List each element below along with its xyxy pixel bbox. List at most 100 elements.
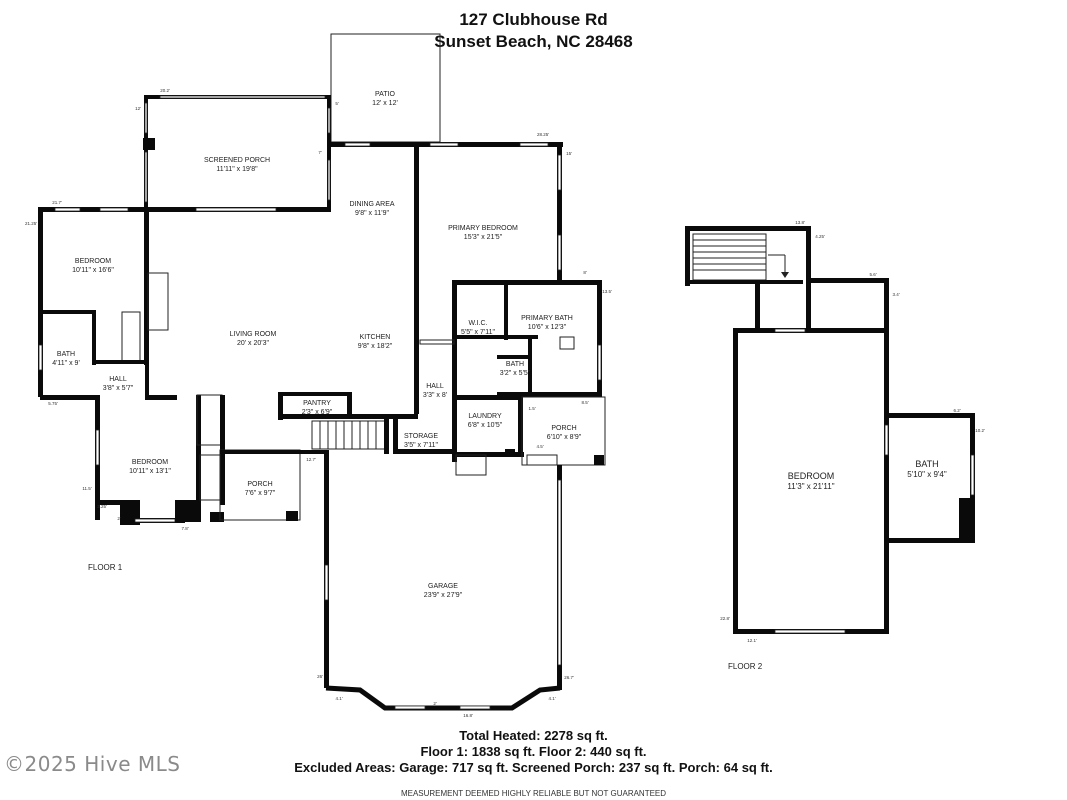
bedroom-label: BEDROOM — [75, 258, 111, 265]
wall — [755, 280, 760, 332]
dimension-mark: 11.5' — [82, 486, 91, 491]
dimension-mark: 12' — [135, 106, 141, 111]
dimension-mark: 8.5' — [581, 400, 588, 405]
window — [54, 207, 81, 212]
window — [394, 705, 426, 710]
wall — [685, 226, 690, 286]
wall — [40, 310, 95, 314]
hall-label: HALL — [109, 376, 127, 383]
wall — [504, 280, 508, 340]
kitchen-label: KITCHEN — [360, 334, 391, 341]
wall — [414, 142, 419, 414]
bedroom-dims: 11'3" x 21'11" — [787, 482, 834, 491]
dimension-mark: 3.4' — [892, 292, 899, 297]
window — [557, 154, 562, 191]
wall — [884, 278, 889, 333]
window — [884, 424, 889, 456]
dimension-mark: 7.8' — [181, 526, 188, 531]
dimension-mark: 5' — [335, 101, 339, 106]
window — [144, 102, 148, 134]
wall — [497, 392, 532, 397]
living-room-label: LIVING ROOM — [230, 331, 277, 338]
wall — [210, 512, 224, 522]
window — [327, 159, 331, 201]
dimension-mark: 28.25' — [537, 132, 549, 137]
counter — [419, 339, 455, 345]
dimension-mark: 4.25' — [815, 234, 825, 239]
dining-area-dims: 9'8" x 11'9" — [355, 210, 389, 217]
bath-dims: 5'10" x 9'4" — [907, 470, 947, 479]
wall — [594, 455, 604, 465]
primary-bedroom-dims: 15'3" x 21'5" — [464, 234, 503, 241]
dimension-mark: 26' — [317, 674, 323, 679]
floor-1-label: FLOOR 1 — [88, 563, 123, 572]
address-line-2: Sunset Beach, NC 28468 — [434, 32, 633, 51]
closet — [199, 454, 221, 501]
wall — [38, 207, 331, 212]
window — [99, 207, 129, 212]
address-line-1: 127 Clubhouse Rd — [459, 10, 608, 29]
wic-label: W.I.C. — [468, 320, 487, 327]
laundry-dims: 6'8" x 10'5" — [468, 422, 503, 429]
primary-bath-label: PRIMARY BATH — [521, 315, 573, 322]
wall — [733, 328, 738, 634]
wall — [733, 328, 889, 333]
storage-dims: 3'5" x 7'11" — [404, 442, 438, 449]
wall — [393, 414, 398, 454]
wall — [143, 138, 155, 150]
wall — [92, 310, 96, 365]
screened-porch-dims: 11'11" x 19'8" — [216, 166, 258, 173]
total-heated: Total Heated: 2278 sq ft. — [459, 728, 608, 743]
dimension-mark: 16.8' — [463, 713, 473, 718]
wall — [806, 278, 889, 283]
wall — [685, 280, 803, 284]
bath-label: BATH — [506, 361, 524, 368]
bath-label: BATH — [57, 351, 75, 358]
porch-dims: 7'6" x 9'7" — [245, 490, 276, 497]
hall-label: HALL — [426, 383, 444, 390]
bath-dims: 4'11" x 9' — [52, 360, 80, 367]
dimension-mark: 12.7' — [306, 457, 316, 462]
floor-2-label: FLOOR 2 — [728, 662, 763, 671]
window — [774, 328, 806, 333]
wall — [393, 449, 453, 454]
sink — [559, 336, 575, 350]
wall — [518, 395, 523, 455]
wall — [144, 207, 149, 365]
window — [195, 207, 277, 212]
dimension-mark: 22.8' — [720, 616, 730, 621]
porch-outline — [521, 396, 606, 466]
wall — [452, 280, 457, 462]
dimension-mark: 7' — [318, 150, 322, 155]
wall — [528, 335, 532, 395]
dimension-marks: 20.2' 12' 5' 7' 28.25' 15' 21.7' 21.25' … — [25, 88, 985, 718]
wall — [505, 449, 515, 457]
wall — [597, 280, 602, 395]
dimension-mark: 4.1' — [548, 696, 555, 701]
dimension-mark: 13.5' — [602, 289, 612, 294]
garage-dims: 23'9" x 27'9" — [424, 592, 463, 599]
wall — [145, 395, 177, 400]
hall-dims: 3'8" x 5'7" — [103, 385, 134, 392]
primary-bath-dims: 10'6" x 12'3" — [528, 324, 567, 331]
patio-label: PATIO — [375, 91, 396, 98]
wall — [685, 226, 810, 231]
wall — [145, 365, 149, 397]
wall — [497, 355, 529, 359]
window — [557, 479, 562, 666]
wall — [528, 392, 602, 397]
window — [429, 142, 459, 147]
closet — [121, 311, 141, 363]
patio-outline — [330, 33, 441, 143]
dimension-mark: 3.25' — [97, 504, 107, 509]
hall-dims: 3'3" x 8' — [423, 392, 447, 399]
living-room-dims: 20' x 20'3" — [237, 340, 270, 347]
arrow-down-icon — [781, 272, 789, 278]
screened-porch-label: SCREENED PORCH — [204, 157, 270, 164]
wic-dims: 5'5" x 7'11" — [461, 329, 495, 336]
storage-label: STORAGE — [404, 433, 438, 440]
bedroom-dims: 10'11" x 16'6" — [72, 267, 114, 274]
garage-label: GARAGE — [428, 583, 458, 590]
room-labels: PATIO 12' x 12' SCREENED PORCH 11'11" x … — [52, 91, 947, 599]
wall — [452, 335, 538, 339]
